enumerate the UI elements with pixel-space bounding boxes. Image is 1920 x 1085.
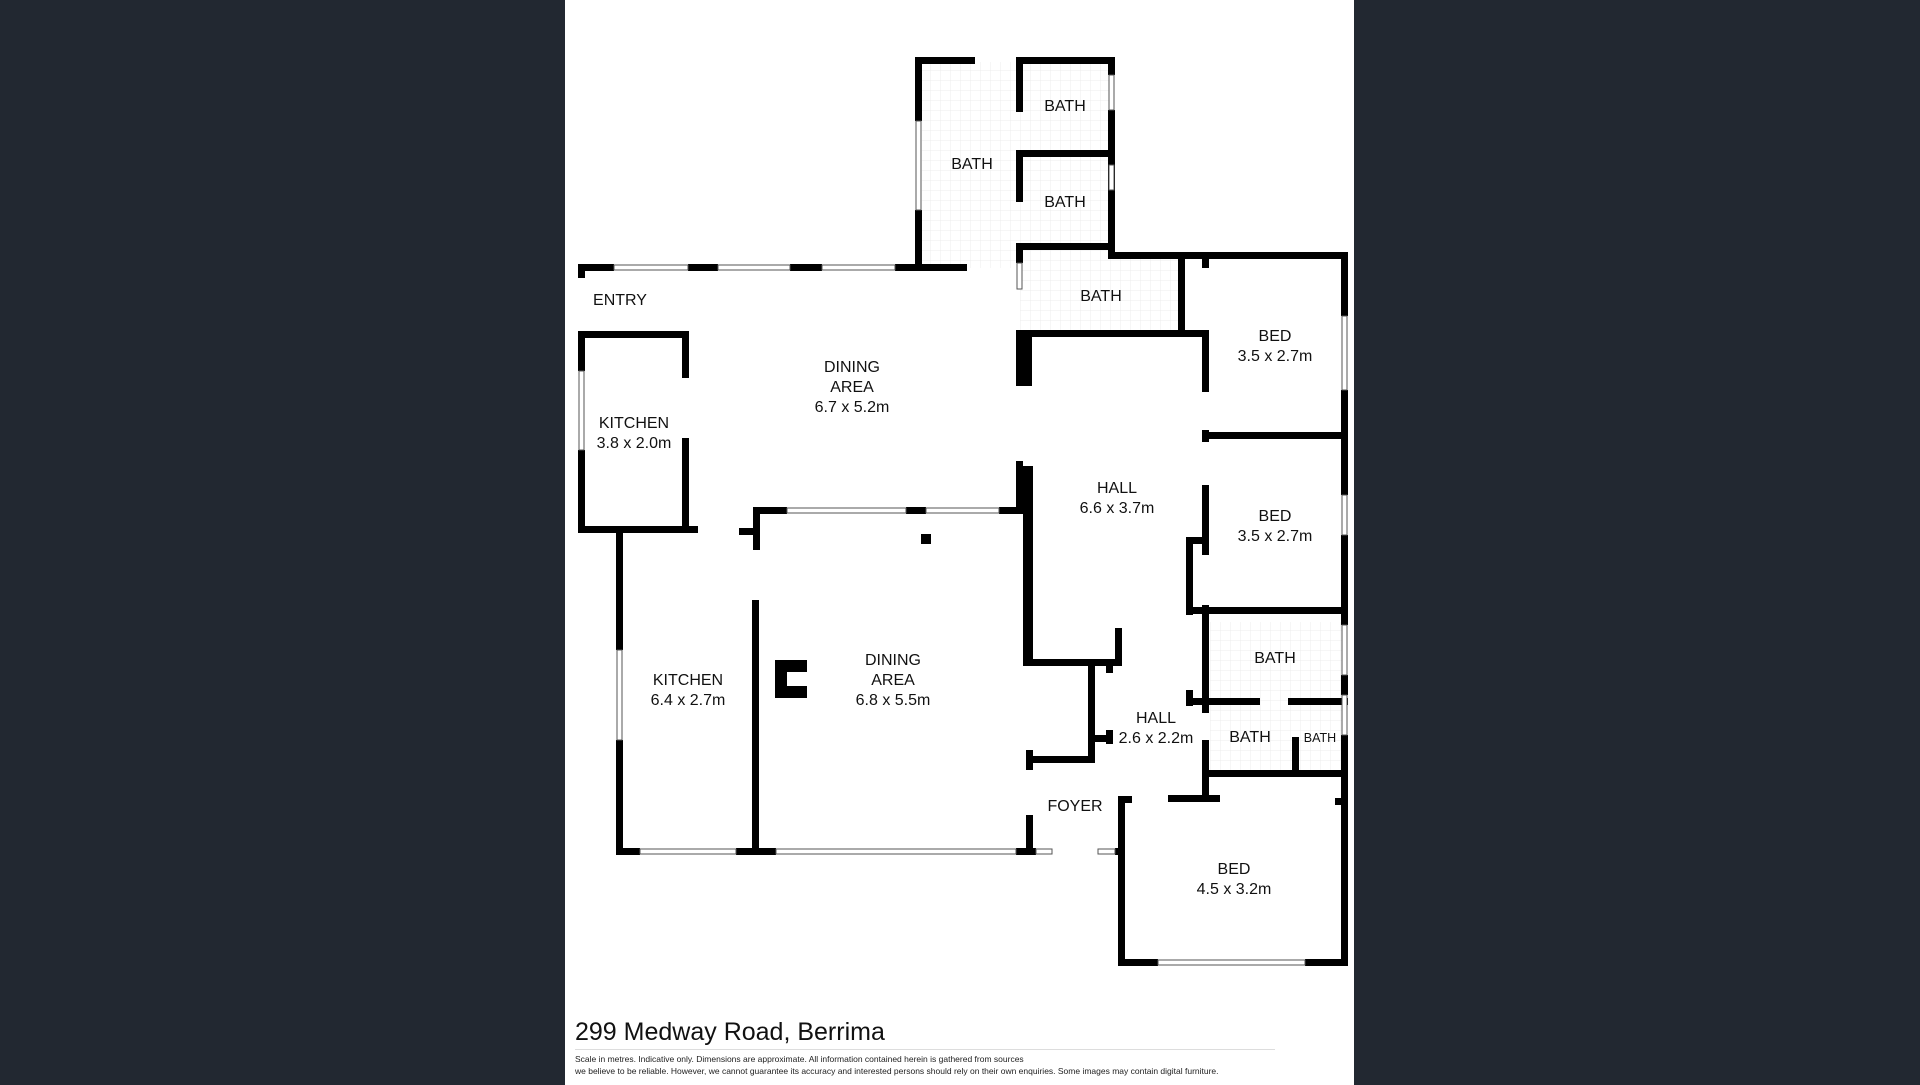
room-label-bath: BATH (1229, 729, 1271, 746)
room-label-bath: BATH (1044, 194, 1086, 211)
room-label-dining-area: DINING AREA 6.8 x 5.5m (855, 652, 931, 709)
room-label-hall: HALL 2.6 x 2.2m (1118, 710, 1194, 747)
room-label-bed: BED 3.5 x 2.7m (1237, 508, 1313, 545)
room-label-bed: BED 3.5 x 2.7m (1237, 328, 1313, 365)
property-address: 299 Medway Road, Berrima (575, 1018, 885, 1046)
room-label-entry: ENTRY (593, 292, 647, 309)
room-label-dining-area: DINING AREA 6.7 x 5.2m (814, 359, 890, 416)
room-label-foyer: FOYER (1047, 798, 1103, 815)
divider (575, 1049, 1275, 1050)
disclaimer: Scale in metres. Indicative only. Dimens… (575, 1054, 1219, 1076)
room-label-kitchen: KITCHEN 6.4 x 2.7m (650, 672, 726, 709)
room-label-bed: BED 4.5 x 3.2m (1196, 861, 1272, 898)
room-label-bath: BATH (1044, 98, 1086, 115)
room-label-bath: BATH (951, 156, 993, 173)
fireplace-inner (787, 672, 807, 686)
room-label-bath: BATH (1080, 288, 1122, 305)
windows (578, 74, 1348, 966)
walls (578, 57, 1348, 966)
room-label-hall: HALL 6.6 x 3.7m (1079, 480, 1155, 517)
room-label-bath: BATH (1303, 731, 1337, 745)
room-label-kitchen: KITCHEN 3.8 x 2.0m (596, 415, 672, 452)
room-label-bath: BATH (1254, 650, 1296, 667)
